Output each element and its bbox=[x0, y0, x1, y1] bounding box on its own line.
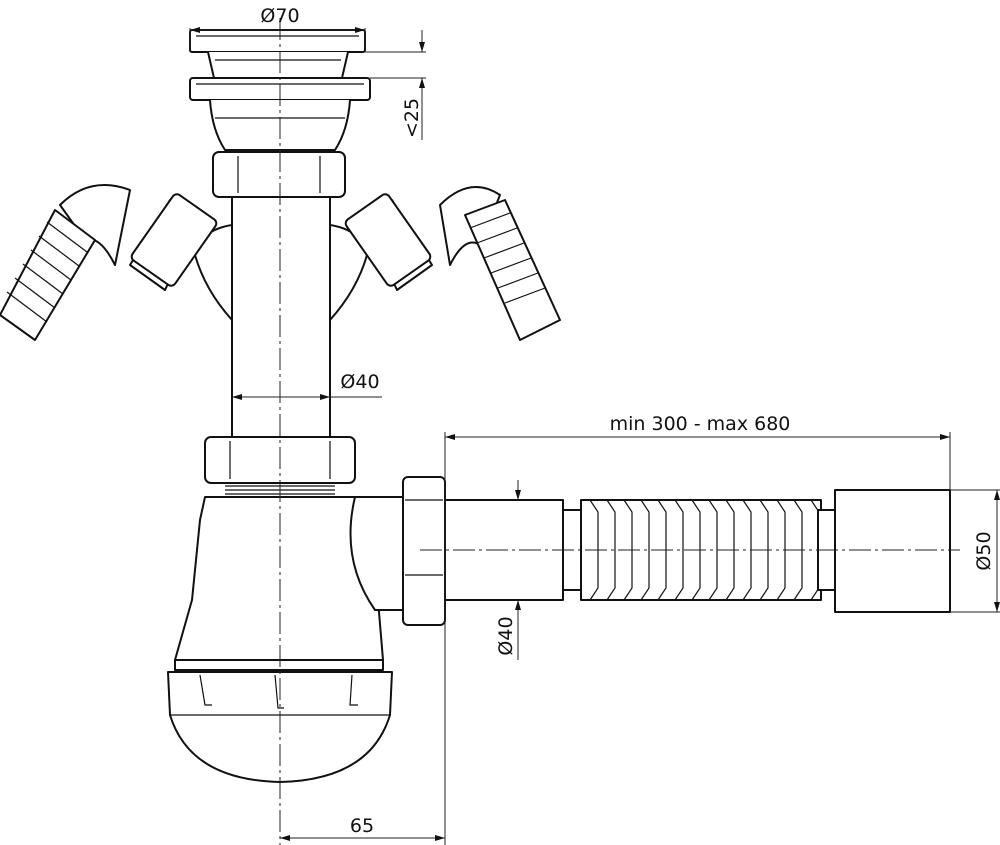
right-branch bbox=[329, 186, 561, 341]
outlet-end-sleeve bbox=[834, 489, 951, 613]
hose-ridge bbox=[606, 499, 616, 601]
label-end-diameter: Ø50 bbox=[973, 531, 995, 570]
left-branch bbox=[0, 184, 233, 341]
dim-outlet-length bbox=[444, 432, 951, 845]
dim-end-diameter bbox=[950, 489, 1000, 613]
label-flange-height: <25 bbox=[401, 98, 423, 138]
label-offset: 65 bbox=[350, 815, 374, 837]
trap-body bbox=[167, 496, 406, 783]
lower-nut bbox=[204, 436, 356, 495]
dim-top-diameter bbox=[189, 27, 366, 50]
label-outlet-diameter: Ø40 bbox=[495, 616, 517, 655]
outlet-nut bbox=[402, 476, 446, 626]
hose-ridge bbox=[640, 499, 650, 601]
hose-ridge bbox=[674, 499, 684, 601]
label-pipe-diameter: Ø40 bbox=[340, 371, 379, 393]
label-outlet-length: min 300 - max 680 bbox=[610, 413, 791, 435]
vertical-pipe bbox=[231, 196, 331, 438]
label-top-diameter: Ø70 bbox=[260, 5, 299, 27]
dim-flange-height bbox=[365, 30, 426, 140]
upper-nut bbox=[212, 151, 346, 198]
